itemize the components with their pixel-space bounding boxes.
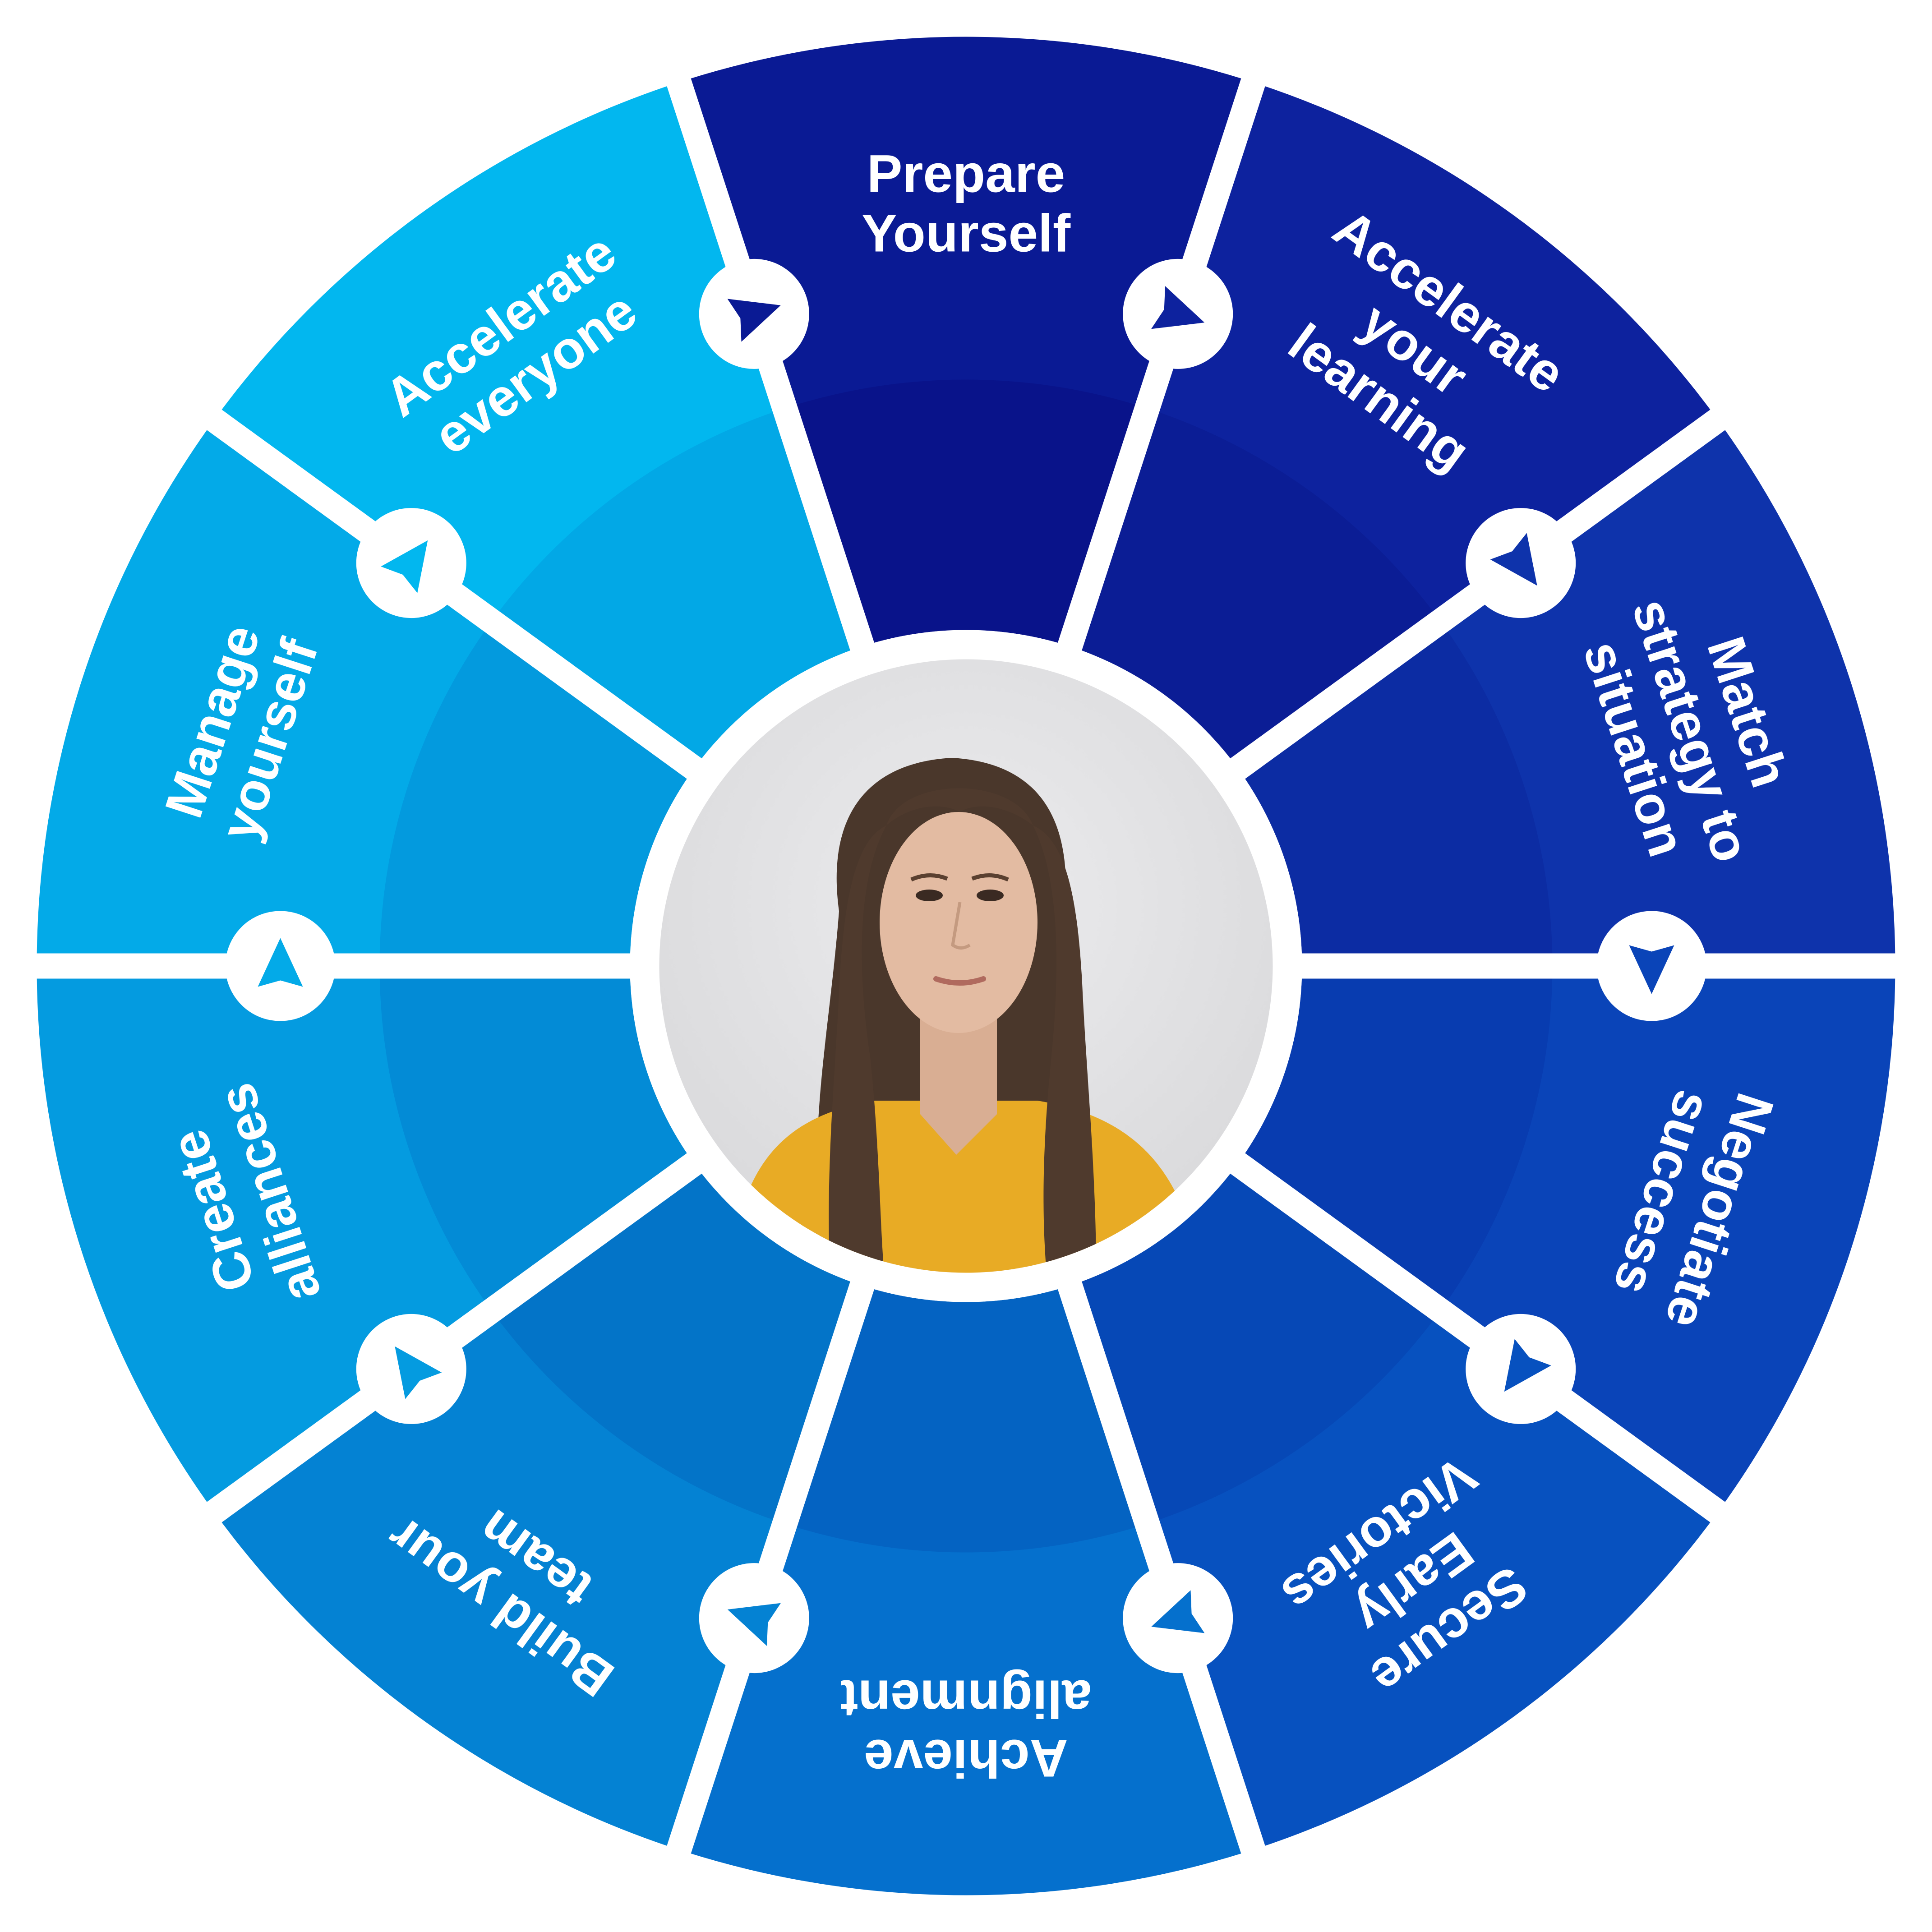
hair-left-strand — [829, 825, 886, 1273]
segment-label: Prepare — [867, 144, 1065, 204]
nose — [951, 902, 971, 950]
triangle-arrow-icon — [699, 258, 809, 369]
portrait-photo — [659, 659, 1273, 1273]
triangle-arrow-icon — [356, 508, 466, 618]
segment-inner-shade-5 — [784, 1286, 1148, 1553]
mouth — [933, 976, 986, 986]
triangle-arrow-icon — [225, 911, 336, 1021]
right-eye — [977, 890, 1004, 901]
segment-label: Yourself — [862, 204, 1071, 263]
triangle-arrow-icon — [1596, 911, 1707, 1021]
segment-label: alignment — [840, 1669, 1092, 1729]
segment-inner-shade-8 — [379, 621, 694, 966]
face — [880, 812, 1037, 1033]
segment-inner-shade-2 — [1238, 621, 1553, 966]
triangle-arrow-icon — [699, 1563, 809, 1674]
hair-right-strand — [1033, 825, 1096, 1273]
hair-top — [886, 788, 1033, 825]
triangle-arrow-icon — [1123, 1563, 1233, 1674]
triangle-arrow-icon — [1123, 258, 1233, 369]
segment-inner-shade-0 — [784, 379, 1148, 646]
left-eye — [916, 890, 943, 901]
left-brow — [910, 873, 948, 882]
triangle-arrow-icon — [1466, 508, 1576, 618]
segment-inner-shade-3 — [1238, 966, 1553, 1311]
segment-label: Achieve — [864, 1729, 1068, 1788]
right-brow — [971, 873, 1009, 882]
triangle-arrow-icon — [356, 1314, 466, 1424]
triangle-arrow-icon — [1466, 1314, 1576, 1424]
arrows-layer — [225, 258, 1707, 1674]
neck — [920, 1001, 997, 1155]
segment-inner-shade-7 — [379, 966, 694, 1311]
